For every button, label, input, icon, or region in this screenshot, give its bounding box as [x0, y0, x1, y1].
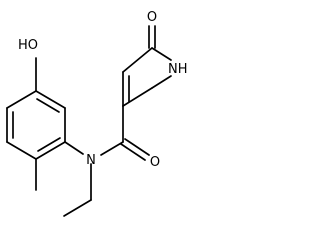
atom-labels: HO O NH O N [18, 10, 188, 170]
bond [64, 141, 84, 155]
pyridinone-ring [122, 25, 172, 107]
molecule-drawing: HO O NH O N [6, 10, 188, 217]
bond [151, 47, 172, 61]
bond [120, 143, 146, 161]
structure-diagram: HO O NH O N [6, 10, 188, 217]
atom-label-nh: NH [168, 62, 188, 77]
bond [6, 141, 37, 160]
bond [35, 90, 66, 109]
phenol-ring [6, 57, 66, 191]
atom-label-n-amide: N [86, 153, 96, 168]
bond [122, 87, 153, 107]
bond [36, 98, 60, 113]
bond [124, 138, 150, 156]
amide-group [63, 105, 150, 217]
atom-label-o-carbonyl: O [147, 10, 157, 25]
bond [35, 141, 66, 160]
atom-label-o-amide: O [150, 155, 160, 170]
bond [6, 90, 37, 109]
atom-label-ho: HO [18, 38, 38, 53]
bond [151, 75, 172, 89]
bond [100, 141, 124, 156]
bond [37, 137, 61, 152]
bond [63, 199, 92, 217]
bond [122, 47, 153, 73]
